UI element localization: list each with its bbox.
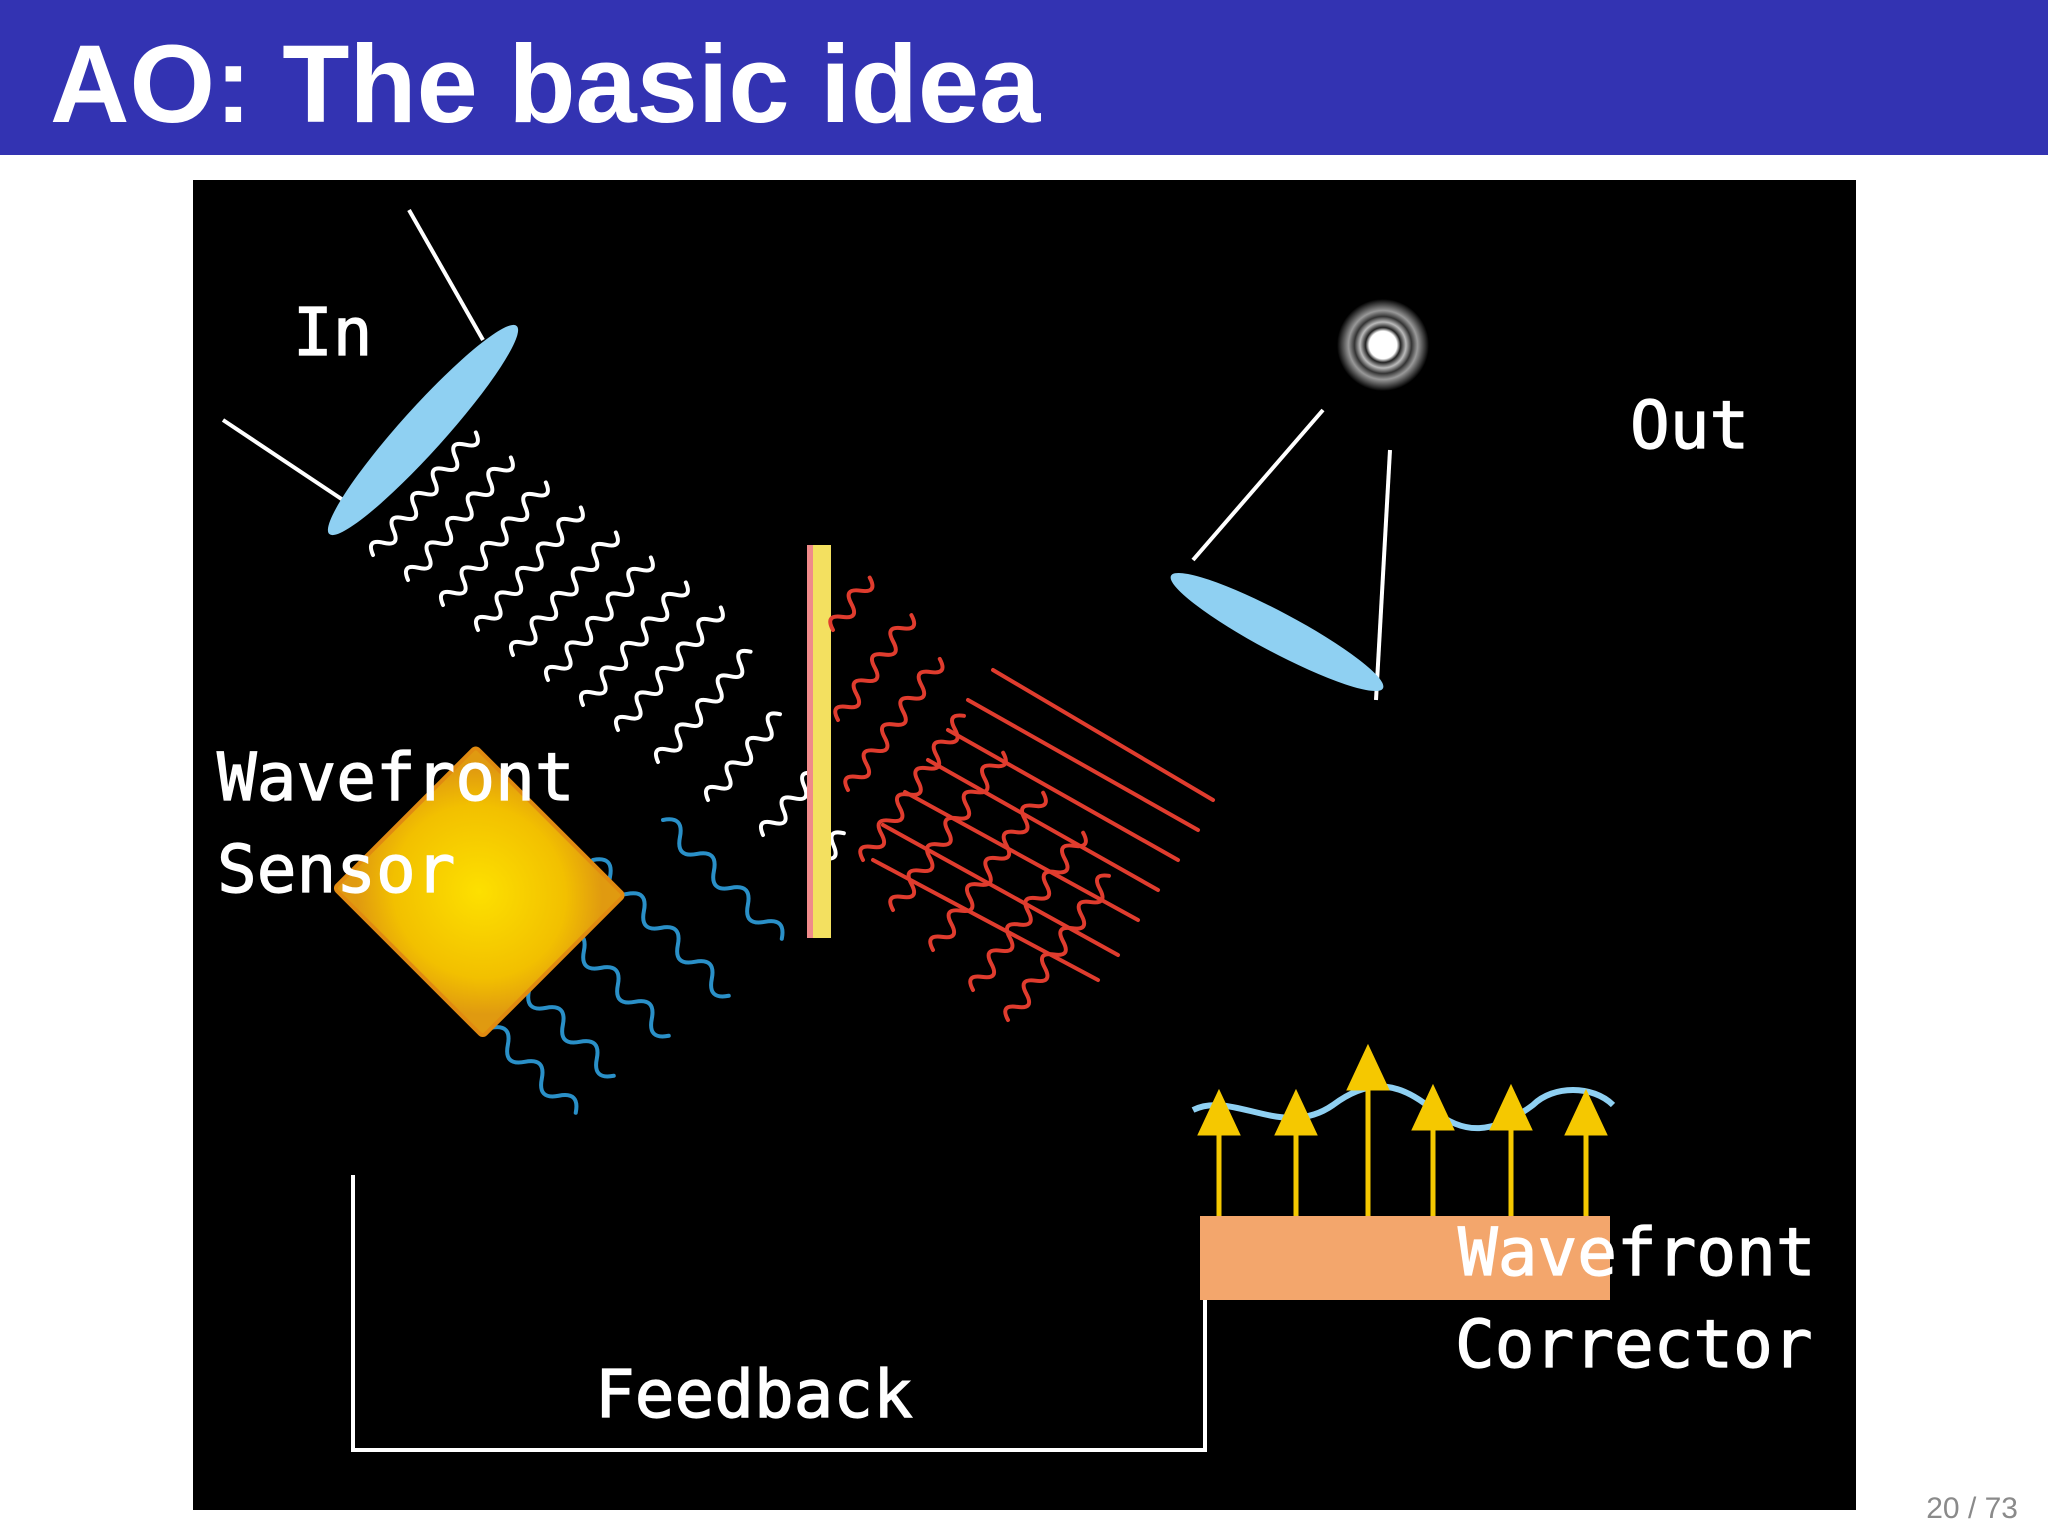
corrected-wavefronts [828, 575, 1111, 1022]
page-number: 20 / 73 [1926, 1492, 2018, 1525]
wavefront-corrector-base [1200, 1216, 1610, 1300]
actuator-arrows [1197, 1043, 1608, 1216]
feedback-loop-line [351, 1175, 1207, 1452]
out-ray-1 [1191, 408, 1325, 562]
label-wavefront-sensor-line2: Sensor [217, 831, 455, 908]
deformable-mirror-surface [1191, 1083, 1616, 1132]
incoming-wavefronts [368, 430, 846, 872]
ao-diagram: In Out Wavefront Sensor Wavefront Correc… [193, 180, 1856, 1510]
flat-wavefronts [871, 668, 1215, 982]
actuator-arrow [1346, 1043, 1390, 1216]
out-ray-2 [1374, 449, 1392, 701]
label-out: Out [1630, 387, 1749, 464]
label-wavefront-corrector-line2: Corrector [1455, 1306, 1813, 1383]
in-ray-2 [221, 418, 345, 502]
beam-splitter-edge [807, 545, 813, 938]
wavefront-sensor-box [333, 746, 625, 1038]
actuator-arrow [1564, 1088, 1608, 1216]
input-lens [327, 324, 519, 536]
actuator-arrow [1411, 1083, 1455, 1216]
ao-diagram-svg: In Out Wavefront Sensor Wavefront Correc… [216, 209, 1816, 1452]
slide-title: AO: The basic idea [50, 23, 1041, 146]
title-bar: AO: The basic idea [0, 0, 2048, 155]
label-wavefront-corrector-line1: Wavefront [1458, 1214, 1816, 1291]
actuator-arrow [1489, 1083, 1533, 1216]
output-lens [1170, 572, 1384, 692]
actuator-arrow [1274, 1088, 1318, 1216]
in-ray-1 [407, 209, 485, 341]
label-in: In [293, 294, 372, 371]
actuator-arrow [1197, 1088, 1241, 1216]
label-feedback: Feedback [595, 1356, 913, 1433]
label-wavefront-sensor-line1: Wavefront [217, 739, 575, 816]
star-image-icon [1337, 299, 1429, 391]
